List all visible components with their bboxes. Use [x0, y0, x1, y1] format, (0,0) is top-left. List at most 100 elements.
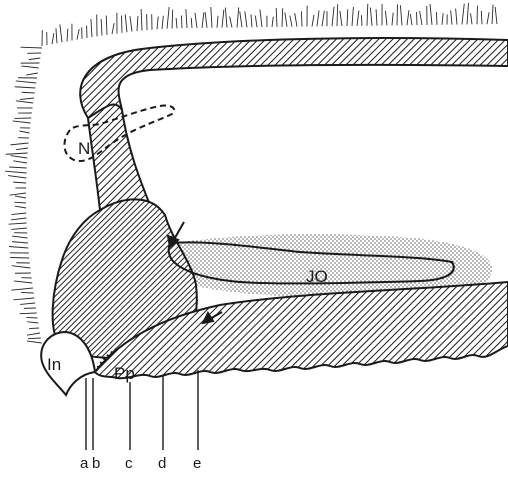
- hair: [67, 29, 68, 42]
- marker-letter-d: d: [158, 455, 166, 472]
- hair: [10, 143, 28, 145]
- hair: [11, 213, 26, 215]
- hair: [317, 10, 319, 26]
- hair: [361, 15, 362, 26]
- hair: [14, 281, 32, 283]
- hair: [352, 7, 353, 26]
- hair: [6, 153, 28, 154]
- hair: [13, 298, 34, 300]
- hair: [251, 14, 252, 27]
- label-pp: Pp: [114, 364, 135, 383]
- marker-letter-e: e: [193, 455, 201, 472]
- hair: [11, 228, 27, 229]
- hair: [162, 16, 163, 29]
- hair: [13, 182, 26, 183]
- hair: [337, 4, 338, 26]
- hair: [9, 247, 28, 248]
- hair: [222, 10, 224, 28]
- hair: [22, 92, 35, 93]
- hair: [462, 4, 464, 25]
- hair: [12, 236, 28, 238]
- hair: [21, 66, 38, 68]
- hair: [16, 101, 33, 103]
- hair: [28, 338, 41, 339]
- hair: [5, 171, 26, 173]
- hair: [400, 5, 402, 25]
- hair: [20, 313, 37, 314]
- hair: [125, 14, 127, 32]
- hair: [272, 17, 273, 27]
- hair: [29, 58, 40, 60]
- hair: [15, 196, 26, 198]
- hair: [357, 11, 359, 26]
- hair: [12, 266, 31, 268]
- label-jo: JO: [306, 267, 328, 286]
- hair: [26, 73, 38, 75]
- hair: [195, 13, 197, 28]
- hair: [376, 9, 377, 25]
- marker-letter-c: c: [125, 455, 133, 472]
- hair: [101, 19, 102, 36]
- cuticle-stalk: [88, 105, 150, 210]
- hair: [217, 16, 218, 28]
- hair: [211, 7, 212, 28]
- hair: [451, 10, 452, 24]
- hair: [167, 7, 169, 29]
- hair: [106, 16, 107, 35]
- hair: [442, 13, 443, 25]
- hair: [481, 11, 482, 24]
- hair: [322, 11, 324, 27]
- upper-cuticle-band: [80, 38, 508, 118]
- label-in: In: [47, 355, 61, 374]
- hair: [20, 303, 35, 304]
- hair: [52, 33, 54, 44]
- hair: [420, 11, 422, 25]
- hair: [27, 322, 38, 323]
- hair: [112, 23, 114, 34]
- hair: [21, 292, 34, 293]
- hair: [137, 16, 138, 31]
- hair: [467, 3, 469, 24]
- hair: [91, 19, 92, 37]
- hair: [385, 11, 387, 26]
- hair: [56, 28, 57, 43]
- hair: [276, 8, 277, 27]
- hair: [11, 288, 33, 290]
- hair: [77, 29, 79, 40]
- hair: [10, 257, 29, 258]
- hair: [436, 12, 437, 25]
- hair: [456, 9, 457, 25]
- hair: [27, 341, 42, 343]
- hair: [340, 11, 342, 26]
- hair: [186, 9, 187, 28]
- hair: [240, 11, 242, 27]
- hair: [245, 11, 247, 27]
- hair: [290, 16, 292, 27]
- hair: [202, 12, 204, 27]
- hair: [20, 98, 34, 100]
- hair: [205, 12, 207, 28]
- hair: [16, 148, 28, 150]
- hair: [15, 206, 26, 208]
- hair: [181, 16, 182, 29]
- hair: [370, 8, 372, 26]
- hair: [130, 16, 132, 31]
- hair: [282, 8, 283, 27]
- hair: [11, 218, 27, 220]
- hair: [191, 18, 192, 28]
- hair: [255, 16, 257, 28]
- hair: [12, 242, 28, 243]
- hair: [471, 13, 472, 24]
- hair: [20, 47, 42, 48]
- hair: [10, 193, 26, 195]
- hair: [26, 317, 37, 318]
- section-marker-lines: [86, 370, 198, 450]
- hair: [347, 9, 348, 26]
- hair: [230, 17, 232, 28]
- hair: [430, 4, 432, 25]
- hair: [285, 12, 287, 26]
- hair: [260, 10, 262, 27]
- hair: [410, 14, 412, 25]
- hair: [10, 156, 27, 158]
